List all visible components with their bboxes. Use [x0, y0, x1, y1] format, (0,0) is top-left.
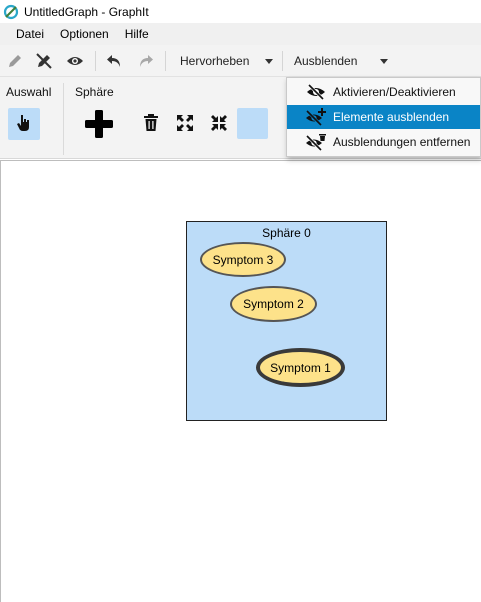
menu-bar: Datei Optionen Hilfe — [0, 23, 481, 45]
undo-icon[interactable] — [104, 50, 126, 72]
menu-optionen[interactable]: Optionen — [60, 27, 109, 41]
menu-datei[interactable]: Datei — [16, 27, 45, 41]
ribbon-separator — [63, 83, 64, 155]
hand-pointer-icon — [14, 113, 34, 136]
ausblenden-dropdown-menu: Aktivieren/Deaktivieren Elemente ausblen… — [286, 77, 481, 157]
toolbar-separator — [95, 51, 96, 71]
toolbar: Hervorheben Ausblenden — [0, 45, 481, 77]
symptom-node[interactable]: Symptom 2 — [230, 286, 317, 322]
add-sphere-button[interactable] — [82, 108, 116, 142]
delete-button[interactable] — [141, 113, 161, 135]
pencil-off-icon[interactable] — [33, 50, 55, 72]
expand-button[interactable] — [174, 113, 196, 135]
graphit-logo-icon — [3, 4, 19, 20]
pencil-icon[interactable] — [4, 50, 26, 72]
toolbar-separator — [165, 51, 166, 71]
window-title: UntitledGraph - GraphIt — [24, 4, 149, 19]
menu-item-aktivieren-deaktivieren[interactable]: Aktivieren/Deaktivieren — [287, 80, 480, 104]
title-bar: UntitledGraph - GraphIt — [0, 0, 481, 23]
menu-hilfe[interactable]: Hilfe — [124, 27, 149, 41]
menu-item-label: Elemente ausblenden — [333, 110, 450, 124]
sphaere-group-label: Sphäre — [75, 85, 114, 99]
menu-item-elemente-ausblenden[interactable]: Elemente ausblenden — [287, 105, 480, 129]
symptom-node[interactable]: Symptom 3 — [200, 242, 286, 277]
toolbar-separator — [282, 51, 283, 71]
eye-slash-plus-icon — [305, 108, 327, 126]
menu-item-label: Aktivieren/Deaktivieren — [333, 85, 456, 99]
menu-item-ausblendungen-entfernen[interactable]: Ausblendungen entfernen — [287, 130, 480, 154]
redo-icon[interactable] — [134, 50, 156, 72]
eye-slash-trash-icon — [305, 133, 327, 151]
plus-icon — [83, 108, 115, 143]
auswahl-group-label: Auswahl — [6, 85, 52, 99]
trash-icon — [143, 113, 159, 135]
compress-icon — [210, 114, 228, 135]
hervorheben-chevron-down-icon[interactable] — [265, 59, 273, 64]
hervorheben-dropdown[interactable]: Hervorheben — [180, 54, 250, 68]
sphere-color-swatch[interactable] — [237, 108, 268, 139]
expand-icon — [176, 114, 194, 135]
ausblenden-chevron-down-icon[interactable] — [380, 59, 388, 64]
sphere-label: Sphäre 0 — [262, 226, 311, 240]
eye-icon[interactable] — [64, 50, 86, 72]
select-pointer-button[interactable] — [8, 108, 40, 140]
ausblenden-dropdown[interactable]: Ausblenden — [294, 54, 358, 68]
menu-item-label: Ausblendungen entfernen — [333, 135, 471, 149]
eye-slash-icon — [305, 83, 327, 101]
symptom-node-selected[interactable]: Symptom 1 — [256, 348, 345, 387]
shrink-button[interactable] — [208, 113, 230, 135]
